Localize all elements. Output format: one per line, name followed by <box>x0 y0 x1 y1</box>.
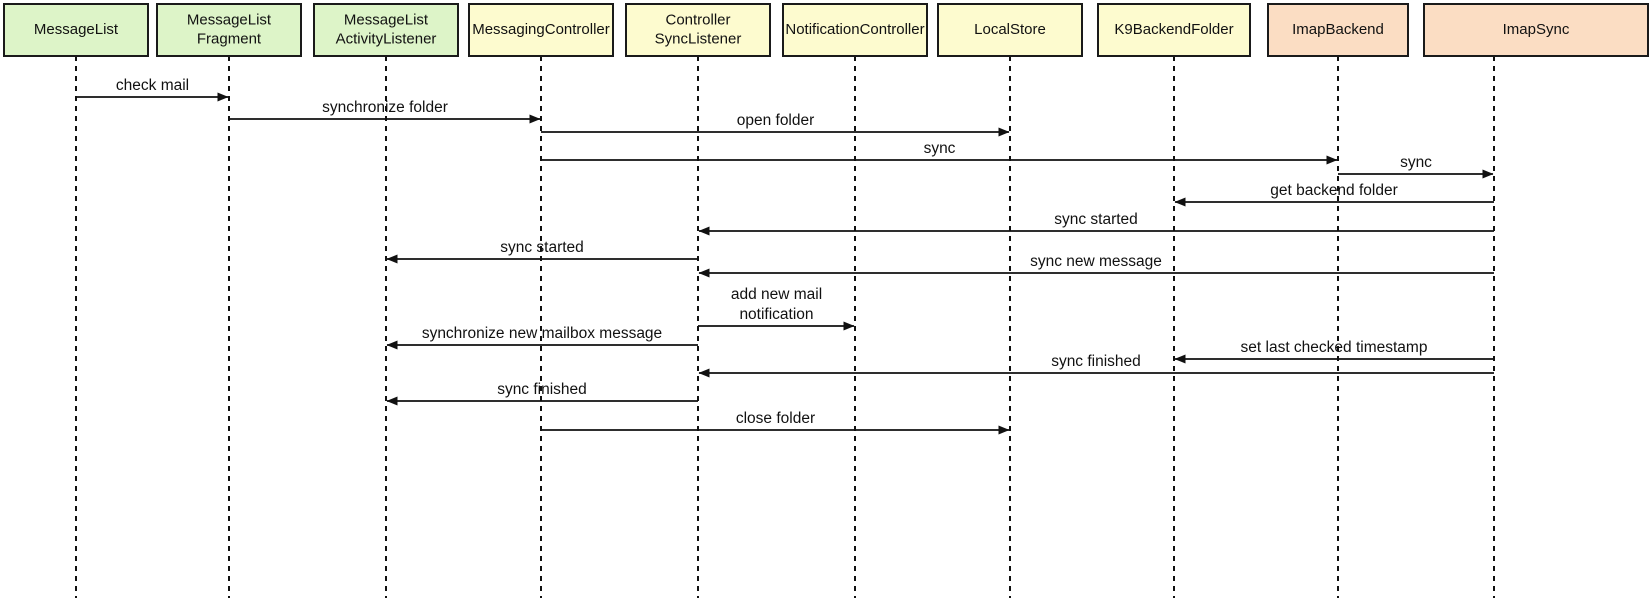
messages-group: check mail synchronize folder open folder s… <box>76 77 1494 435</box>
message-label-m11: synchronize new mailbox message <box>422 325 662 342</box>
participant-box-messagelist <box>3 3 149 57</box>
message-m11[interactable]: synchronize new mailbox message <box>386 325 698 350</box>
participant-notificationcontroller[interactable]: NotificationController <box>782 3 928 57</box>
participant-box-k9backendfolder <box>1097 3 1251 57</box>
message-label-m8: sync started <box>500 239 584 256</box>
message-m3[interactable]: open folder <box>541 112 1010 137</box>
message-label-m4: sync <box>924 140 956 157</box>
message-label-m6: get backend folder <box>1270 182 1398 199</box>
message-label-m3: open folder <box>737 112 815 129</box>
participant-box-controllersynclistener <box>625 3 771 57</box>
participant-messagelist[interactable]: MessageList <box>3 3 149 57</box>
message-m10[interactable]: add new mail notification <box>698 286 855 331</box>
message-m14[interactable]: sync finished <box>386 381 698 406</box>
participant-label-messagelistfragment: MessageList <box>187 11 272 28</box>
message-m8[interactable]: sync started <box>386 239 698 264</box>
message-m6[interactable]: get backend folder <box>1174 182 1494 207</box>
participant-box-notificationcontroller <box>782 3 928 57</box>
message-m4[interactable]: sync <box>541 140 1338 165</box>
message-m7[interactable]: sync started <box>698 211 1494 236</box>
participant-label-localstore: LocalStore <box>974 21 1046 38</box>
participant-messagingcontroller[interactable]: MessagingController <box>468 3 614 57</box>
message-m1[interactable]: check mail <box>76 77 229 102</box>
message-m13[interactable]: sync finished <box>698 353 1494 378</box>
participant-label-messagelistactivitylistener: ActivityListener <box>336 30 437 47</box>
message-m15[interactable]: close folder <box>541 410 1010 435</box>
participants-group: MessageListMessageListFragmentMessageLis… <box>3 3 1649 57</box>
participant-label-messagelistfragment: Fragment <box>197 30 262 47</box>
participant-label-controllersynclistener: SyncListener <box>655 30 742 47</box>
message-label-m10: notification <box>739 306 813 323</box>
participant-box-localstore <box>937 3 1083 57</box>
participant-box-imapbackend <box>1267 3 1409 57</box>
message-label-m12: set last checked timestamp <box>1241 339 1428 356</box>
participant-box-messagelistfragment <box>156 3 302 57</box>
participant-k9backendfolder[interactable]: K9BackendFolder <box>1097 3 1251 57</box>
message-label-m13: sync finished <box>1051 353 1141 370</box>
message-label-m2: synchronize folder <box>322 99 448 116</box>
message-label-m5: sync <box>1400 154 1432 171</box>
lifelines-group <box>75 56 1495 598</box>
message-m2[interactable]: synchronize folder <box>229 99 541 124</box>
message-label-m14: sync finished <box>497 381 587 398</box>
message-m12[interactable]: set last checked timestamp <box>1174 339 1494 364</box>
participant-label-controllersynclistener: Controller <box>665 11 730 28</box>
participant-label-messagelist: MessageList <box>34 21 119 38</box>
message-label-m1: check mail <box>116 77 189 94</box>
message-m9[interactable]: sync new message <box>698 253 1494 278</box>
participant-label-k9backendfolder: K9BackendFolder <box>1114 21 1233 38</box>
message-label-m15: close folder <box>736 410 815 427</box>
participant-localstore[interactable]: LocalStore <box>937 3 1083 57</box>
participant-imapsync[interactable]: ImapSync <box>1423 3 1649 57</box>
participant-box-imapsync <box>1423 3 1649 57</box>
participant-label-imapbackend: ImapBackend <box>1292 21 1384 38</box>
message-label-m9: sync new message <box>1030 253 1162 270</box>
message-m5[interactable]: sync <box>1338 154 1494 179</box>
participant-imapbackend[interactable]: ImapBackend <box>1267 3 1409 57</box>
message-label-m10: add new mail <box>731 286 822 303</box>
participant-label-messagingcontroller: MessagingController <box>472 21 610 38</box>
participant-label-notificationcontroller: NotificationController <box>785 21 924 38</box>
participant-box-messagelistactivitylistener <box>313 3 459 57</box>
message-label-m7: sync started <box>1054 211 1138 228</box>
participant-label-imapsync: ImapSync <box>1503 21 1570 38</box>
participant-label-messagelistactivitylistener: MessageList <box>344 11 429 28</box>
participant-box-messagingcontroller <box>468 3 614 57</box>
